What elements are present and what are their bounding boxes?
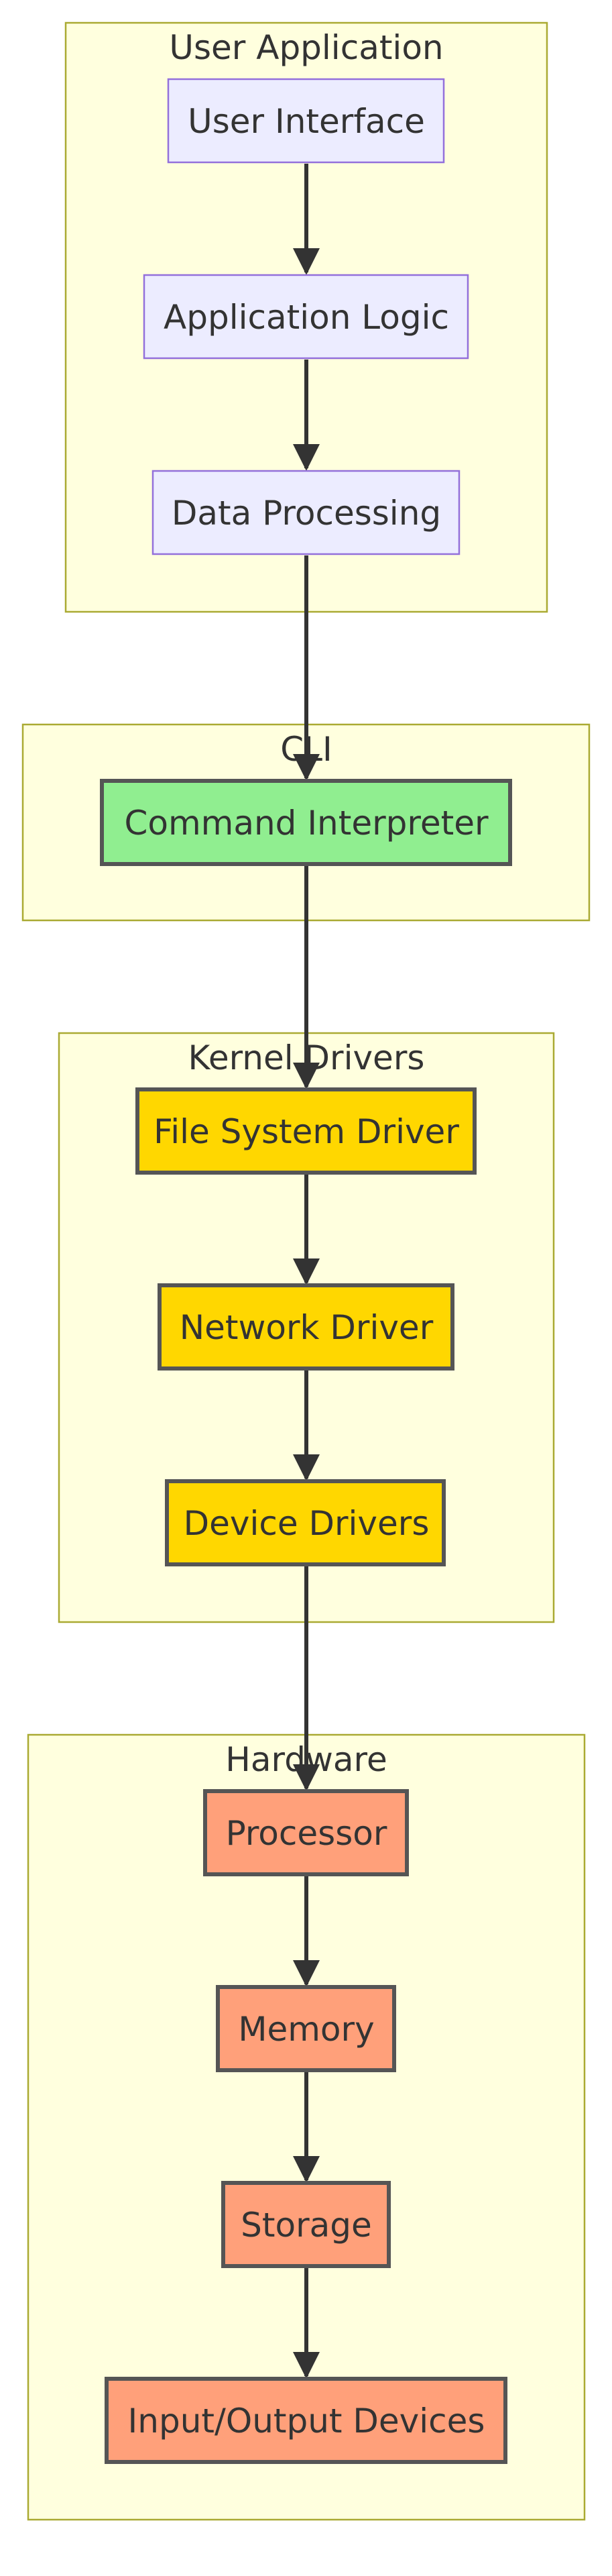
- node-label-processor: Processor: [226, 1814, 387, 1853]
- node-memory: Memory: [216, 1985, 396, 2072]
- node-data-processing: Data Processing: [151, 470, 461, 555]
- node-input-output-devices: Input/Output Devices: [105, 2377, 507, 2464]
- cluster-title-user-application: User Application: [169, 28, 443, 67]
- node-application-logic: Application Logic: [143, 274, 469, 360]
- node-label-command-interpreter: Command Interpreter: [124, 804, 489, 843]
- node-label-input-output-devices: Input/Output Devices: [128, 2402, 485, 2440]
- node-file-system-driver: File System Driver: [135, 1087, 477, 1175]
- node-command-interpreter: Command Interpreter: [100, 779, 512, 866]
- node-label-data-processing: Data Processing: [172, 494, 441, 533]
- node-label-memory: Memory: [238, 2010, 374, 2049]
- node-device-drivers: Device Drivers: [165, 1479, 446, 1566]
- node-label-application-logic: Application Logic: [164, 298, 449, 337]
- node-label-user-interface: User Interface: [188, 102, 425, 141]
- node-label-network-driver: Network Driver: [180, 1308, 434, 1347]
- node-user-interface: User Interface: [167, 78, 445, 164]
- node-label-file-system-driver: File System Driver: [154, 1112, 459, 1151]
- node-network-driver: Network Driver: [158, 1283, 454, 1371]
- node-label-device-drivers: Device Drivers: [184, 1504, 430, 1543]
- node-processor: Processor: [203, 1789, 409, 1876]
- node-label-storage: Storage: [241, 2206, 372, 2245]
- node-storage: Storage: [221, 2181, 391, 2268]
